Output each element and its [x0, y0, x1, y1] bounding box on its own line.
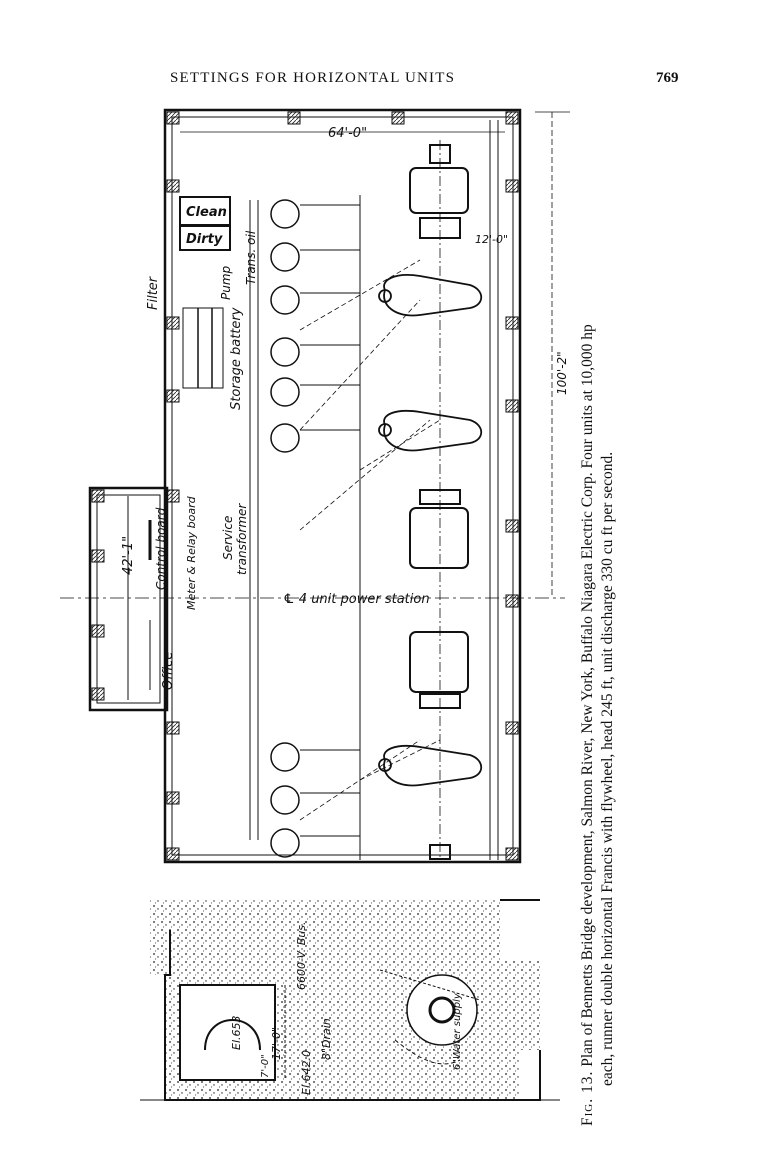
running-header: SETTINGS FOR HORIZONTAL UNITS [170, 70, 456, 86]
label-water-supply: 6"Water supply [452, 992, 463, 1070]
feeder-circles [270, 199, 300, 858]
label-meter-relay: Meter & Relay board [185, 495, 198, 610]
label-control-board: Control board [154, 507, 168, 590]
dim-unit-label: 12'-0" [475, 233, 508, 246]
caption-line-2: each, runner double horizontal Francis w… [599, 451, 616, 1086]
label-dim-7: 7'-0" [260, 1054, 271, 1078]
figure-caption: Fig. 13. Plan of Bennetts Bridge develop… [578, 110, 618, 1130]
section-drawing [140, 899, 560, 1101]
caption-line-1: Plan of Bennetts Bridge development, Sal… [579, 324, 596, 1067]
dim-width-label: 64'-0" [328, 126, 367, 141]
dim-office-label: 42'-1" [121, 536, 136, 575]
generator-units [409, 144, 469, 860]
plan-drawing [60, 108, 570, 864]
office-annex [88, 486, 169, 712]
label-transformer: transformer [235, 503, 249, 575]
label-el653: El.653 [230, 1016, 243, 1051]
label-el642: El.642.0 [300, 1050, 313, 1095]
label-filter: Filter [146, 275, 161, 310]
label-clean: Clean [186, 205, 227, 220]
label-bus: 6600-V. Bus. [295, 921, 308, 990]
label-service: Service [221, 516, 235, 560]
wall-piers [166, 111, 519, 861]
label-trans-oil: Trans. oil [244, 230, 258, 285]
powerhouse-wall [163, 108, 522, 864]
label-dirty: Dirty [186, 232, 223, 247]
label-drain: 8"Drain [320, 1018, 333, 1060]
page-number: 769 [656, 70, 679, 86]
dim-length-label: 100'-2" [555, 351, 569, 395]
label-office: Office [161, 652, 176, 690]
label-centerline: ℄ 4 unit power station [283, 592, 430, 607]
label-storage-battery: Storage battery [229, 307, 244, 410]
figure-label: Fig. 13. [579, 1070, 596, 1126]
label-pump: Pump [219, 265, 233, 300]
label-dim-17: 17'-0" [270, 1027, 283, 1060]
turbines [378, 274, 483, 787]
